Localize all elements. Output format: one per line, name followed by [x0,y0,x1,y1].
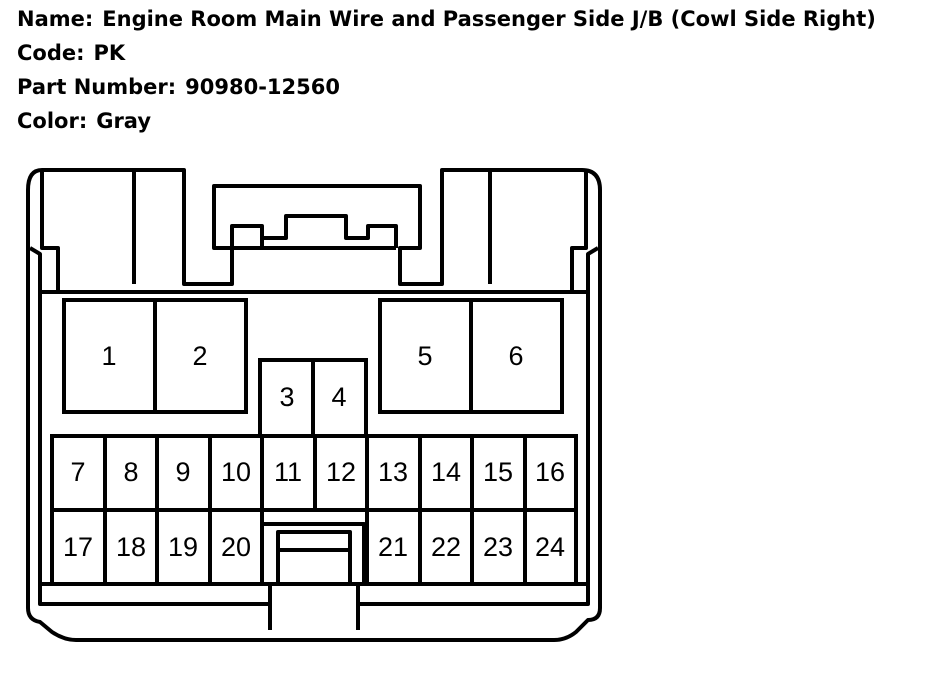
key-slot [260,522,366,584]
pin-cavity-15 [470,434,527,512]
pin-cavity-9 [155,434,212,512]
color-line: Color: Gray [17,106,876,140]
pin-label-8: 8 [123,457,138,487]
housing-outline [26,168,602,642]
pin-label-21: 21 [378,532,408,562]
pin-label-12: 12 [326,457,356,487]
name-value: Engine Room Main Wire and Passenger Side… [102,7,876,31]
pin-label-3: 3 [279,382,294,412]
part-number-line: Part Number: 90980-12560 [17,72,876,106]
part-number-value: 90980-12560 [185,75,340,99]
pin-label-24: 24 [535,532,565,562]
pin-labels: 1 2 3 4 5 6 7 8 9 10 11 12 13 14 15 16 1… [63,341,565,562]
pin-label-22: 22 [431,532,461,562]
pin-label-20: 20 [221,532,251,562]
housing-inner-wall [28,246,600,586]
name-line: Name: Engine Room Main Wire and Passenger… [17,4,876,38]
color-value: Gray [96,109,152,133]
pin-label-6: 6 [508,341,523,371]
pin-cavity-5 [378,298,473,414]
name-label: Name: [17,7,94,31]
pin-cavity-6 [469,298,564,414]
pin-label-9: 9 [175,457,190,487]
pin-label-5: 5 [417,341,432,371]
connector-info: Name: Engine Room Main Wire and Passenger… [17,4,876,140]
pin-cavity-2 [153,298,248,414]
pin-label-14: 14 [431,457,461,487]
center-lock [230,214,398,250]
pin-label-13: 13 [378,457,408,487]
pin-label-19: 19 [168,532,198,562]
pin-cavity-7 [50,434,107,512]
pin-cavity-18 [103,508,159,586]
pin-label-4: 4 [331,382,346,412]
pin-label-16: 16 [535,457,565,487]
pin-cavity-22 [418,508,474,586]
pin-label-1: 1 [101,341,116,371]
pin-cavity-16 [523,434,578,512]
pin-label-10: 10 [221,457,251,487]
pin-label-18: 18 [116,532,146,562]
right-latch [488,170,588,292]
pin-cavity-24 [523,508,578,586]
left-latch [40,170,136,292]
pin-cavity-21 [365,508,422,586]
pin-label-7: 7 [70,457,85,487]
pin-label-15: 15 [483,457,513,487]
code-line: Code: PK [17,38,876,72]
pin-cavity-20 [208,508,264,586]
pin-cavity-11 [260,434,317,512]
pin-label-11: 11 [274,457,302,487]
pin-cavity-23 [470,508,527,586]
pin-cavity-17 [50,508,107,586]
pin-cavities [50,298,578,586]
part-number-label: Part Number: [17,75,177,99]
connector-housing [26,168,602,642]
pin-label-23: 23 [483,532,513,562]
pin-cavity-4 [311,358,368,438]
color-label: Color: [17,109,88,133]
pin-label-2: 2 [192,341,207,371]
code-value: PK [93,41,126,65]
pin-cavity-13 [365,434,422,512]
bottom-skirt [38,584,590,630]
pin-label-17: 17 [63,532,93,562]
code-label: Code: [17,41,85,65]
